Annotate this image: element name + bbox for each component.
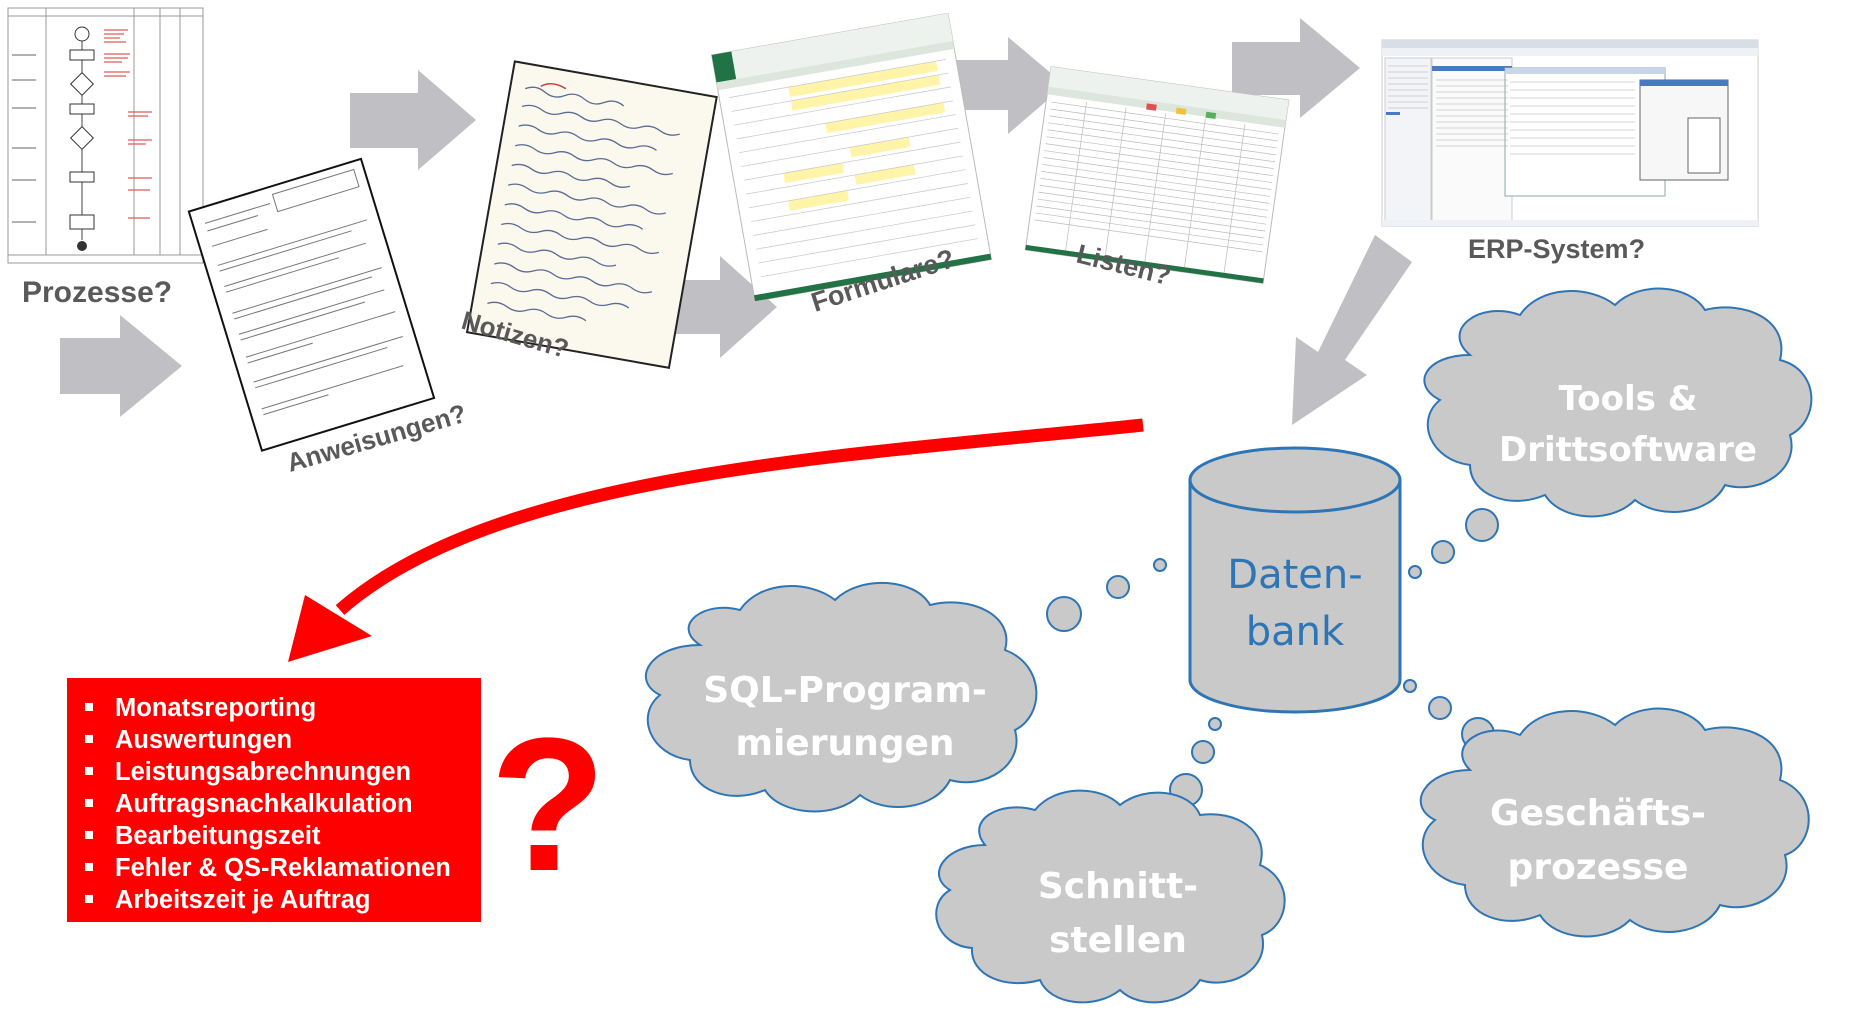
report-item: Fehler & QS-Reklamationen <box>83 852 471 884</box>
arrow-1 <box>60 315 182 417</box>
bullet-icon <box>85 798 93 807</box>
database-label-line2: bank <box>1246 609 1345 655</box>
cloud-sql-line2: mierungen <box>735 723 954 764</box>
report-item: Arbeitszeit je Auftrag <box>83 884 471 916</box>
label-erp: ERP-System? <box>1468 234 1645 264</box>
report-list: Monatsreporting Auswertungen Leistungsab… <box>83 692 471 916</box>
cloud-geschaeftsprozesse: Geschäfts- prozesse <box>1419 707 1810 938</box>
bullet-icon <box>85 862 93 871</box>
instruction-document <box>187 157 436 452</box>
process-flowchart-thumbnail <box>7 7 204 264</box>
arrow-6-down <box>1292 235 1412 425</box>
cloud-tools-line2: Drittsoftware <box>1499 430 1757 470</box>
report-item: Leistungsabrechnungen <box>83 756 471 788</box>
bullet-icon <box>85 830 93 839</box>
red-curved-arrow <box>288 418 1144 662</box>
list-spreadsheet <box>1024 66 1290 284</box>
cloud-tools-line1: Tools & <box>1559 379 1698 419</box>
erp-screenshot <box>1381 39 1759 227</box>
report-box: Monatsreporting Auswertungen Leistungsab… <box>67 678 481 922</box>
cloud-schnittstellen-line1: Schnitt- <box>1038 866 1198 907</box>
cloud-tools: Tools & Drittsoftware <box>1423 287 1813 518</box>
report-item: Auftragsnachkalkulation <box>83 788 471 820</box>
thought-bubbles <box>1046 508 1499 807</box>
cloud-geschaeft-line1: Geschäfts- <box>1490 793 1706 834</box>
notes-page <box>465 60 718 370</box>
report-item: Auswertungen <box>83 724 471 756</box>
question-mark: ? <box>490 699 606 911</box>
cloud-schnittstellen: Schnitt- stellen <box>935 789 1286 1004</box>
report-item: Monatsreporting <box>83 692 471 724</box>
arrow-4 <box>945 37 1065 134</box>
cloud-sql-line1: SQL-Program- <box>703 670 987 711</box>
arrow-2 <box>350 70 476 170</box>
bullet-icon <box>85 766 93 775</box>
cloud-schnittstellen-line2: stellen <box>1049 920 1187 961</box>
label-prozesse: Prozesse? <box>22 276 172 309</box>
cloud-sql: SQL-Program- mierungen <box>644 582 1038 813</box>
bullet-icon <box>85 894 93 903</box>
form-spreadsheet <box>711 12 992 302</box>
bullet-icon <box>85 734 93 743</box>
cloud-geschaeft-line2: prozesse <box>1508 847 1689 888</box>
database-cylinder: Daten- bank <box>1188 446 1402 714</box>
arrow-5 <box>1232 18 1360 118</box>
report-item: Bearbeitungszeit <box>83 820 471 852</box>
database-label-line1: Daten- <box>1227 552 1362 598</box>
bullet-icon <box>85 702 93 711</box>
